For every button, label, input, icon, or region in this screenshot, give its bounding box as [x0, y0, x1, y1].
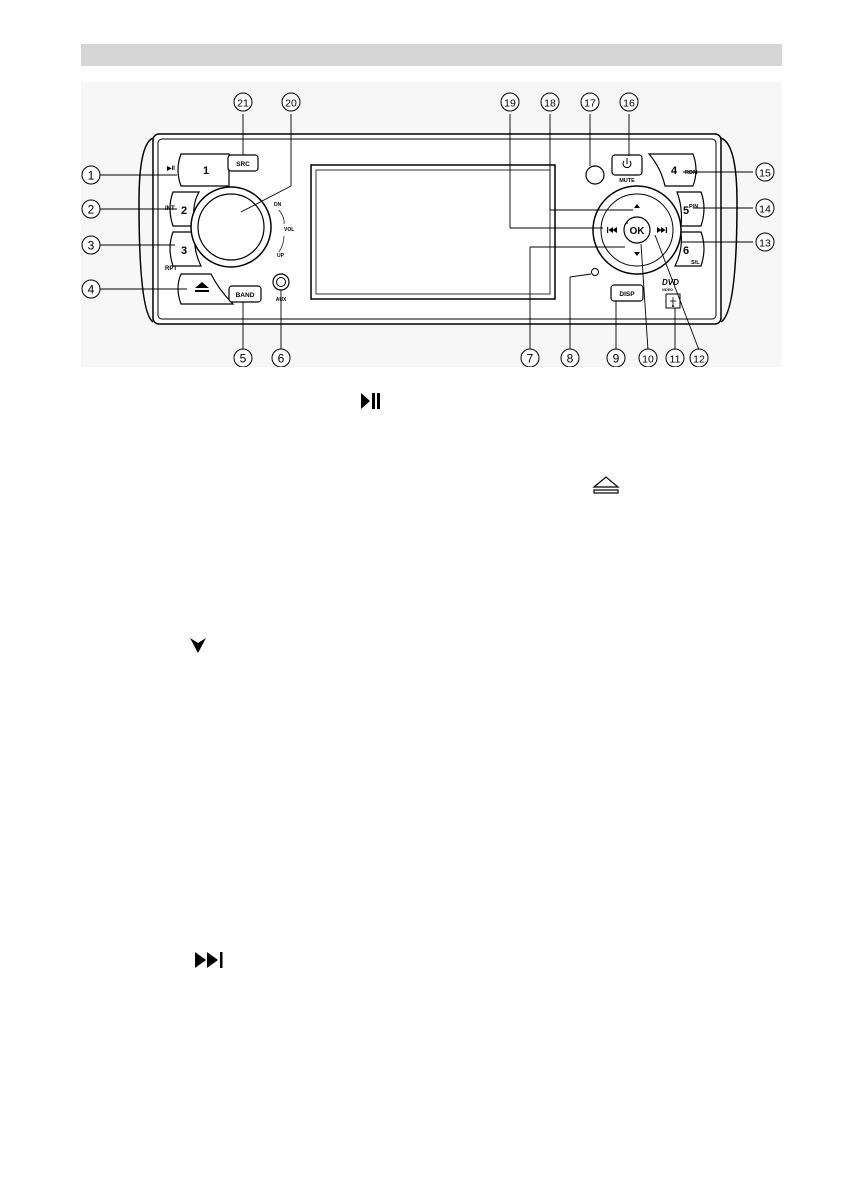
dn-label: DN: [274, 202, 282, 208]
preset-1-label: 1: [203, 165, 209, 177]
right-bezel: [720, 137, 738, 323]
dvd-logo-text: DVD: [662, 278, 679, 287]
callout-4: 4: [88, 283, 95, 297]
preset-5-button[interactable]: [676, 191, 705, 227]
vol-arc-top: [278, 209, 285, 225]
callout-5: 5: [240, 352, 247, 366]
callout-13: 13: [759, 238, 771, 250]
callout-14: 14: [759, 204, 771, 216]
preset-5-label: 5: [683, 205, 689, 217]
callout-20: 20: [285, 98, 297, 110]
down-arrow-icon: [190, 638, 206, 653]
play-pause-small-label: ▶II: [166, 165, 175, 172]
next-track-icon-small: [657, 227, 667, 233]
power-mute-button[interactable]: [611, 154, 643, 176]
callout-19: 19: [504, 98, 516, 110]
up-label: UP: [277, 253, 285, 259]
eject-icon: [592, 476, 620, 494]
section-header-bar: [81, 44, 782, 66]
pn-label: P/N: [689, 204, 698, 210]
band-button[interactable]: [228, 285, 262, 303]
src-label: SRC: [236, 161, 250, 168]
callout-11: 11: [670, 354, 681, 366]
reset-hole[interactable]: [591, 268, 599, 276]
callout-10: 10: [642, 354, 654, 366]
preset-4-label: 4: [671, 165, 678, 177]
next-track-icon: [195, 952, 223, 968]
nav-down-arrow-icon: [634, 252, 640, 256]
callout-15: 15: [759, 168, 771, 180]
preset-3-label: 3: [181, 245, 187, 257]
vol-label: VOL: [284, 227, 294, 233]
callout-9: 9: [613, 352, 620, 366]
volume-knob[interactable]: [197, 193, 265, 261]
lcd-screen: [310, 164, 556, 300]
power-icon: [622, 158, 632, 169]
ok-button[interactable]: [623, 216, 651, 244]
disp-label: DISP: [619, 291, 635, 298]
disp-button[interactable]: [610, 284, 644, 302]
eject-icon: [195, 282, 209, 292]
ir-sensor: [585, 165, 605, 185]
callout-2: 2: [88, 203, 95, 217]
front-panel-svg: 1 2 3 ▶II INT RPT DN VOL UP SRC BAND AUX…: [81, 92, 775, 367]
leader-lines: [100, 114, 753, 351]
callout-7: 7: [527, 352, 534, 366]
callout-8: 8: [567, 352, 574, 366]
callout-17: 17: [584, 98, 596, 110]
dvd-video-text: VIDEO: [662, 288, 673, 292]
play-pause-icon: [361, 393, 380, 409]
panel-inner-outline: [157, 138, 717, 320]
callout-21: 21: [237, 98, 249, 110]
left-bezel: [138, 137, 154, 323]
preset-1-button[interactable]: [177, 153, 230, 187]
callout-circles: [81, 92, 775, 367]
preset-6-label: 6: [683, 245, 689, 257]
preset-2-label: 2: [181, 205, 187, 217]
lcd-screen-inner: [315, 169, 551, 295]
nav-up-arrow-icon: [634, 204, 640, 208]
rpt-label: RPT: [165, 266, 177, 272]
preset-6-button[interactable]: [674, 231, 705, 267]
nav-dot: [626, 222, 628, 224]
ok-label: OK: [630, 226, 646, 237]
rdm-label: RDM: [685, 170, 698, 176]
callout-12: 12: [693, 354, 705, 366]
callout-18: 18: [544, 98, 556, 110]
preset-4-button[interactable]: [647, 153, 697, 187]
mute-label: MUTE: [619, 178, 635, 184]
prev-track-icon: [607, 227, 617, 233]
callout-6: 6: [278, 352, 285, 366]
front-panel-diagram: 1 2 3 ▶II INT RPT DN VOL UP SRC BAND AUX…: [81, 82, 782, 367]
band-label: BAND: [236, 292, 255, 299]
vol-arc-bottom: [278, 235, 285, 253]
callout-1: 1: [88, 169, 95, 183]
callout-3: 3: [88, 239, 95, 253]
usb-icon: [670, 297, 676, 307]
callout-16: 16: [623, 98, 635, 110]
aux-jack-hole: [276, 277, 286, 287]
sl-label: S/L: [691, 260, 700, 266]
eject-button[interactable]: [177, 273, 235, 305]
